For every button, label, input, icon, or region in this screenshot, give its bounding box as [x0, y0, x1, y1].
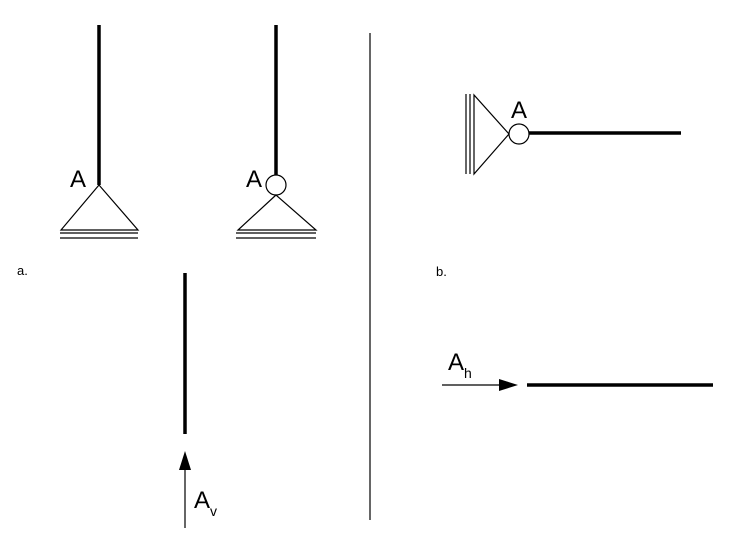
- support-triangle: [59, 184, 140, 231]
- reaction-subscript: h: [464, 365, 472, 381]
- pinned-support-figure: A: [236, 25, 318, 239]
- roller-support-figure: A: [465, 93, 681, 176]
- hinge-circle: [508, 123, 530, 145]
- point-label: A: [246, 166, 262, 193]
- fixed-support-figure: A: [59, 25, 140, 239]
- arrow-up-icon: [179, 451, 191, 470]
- arrow-right-icon: [499, 379, 518, 391]
- point-label: A: [70, 166, 86, 193]
- panel-label-a: a.: [17, 263, 28, 278]
- panel-label-b: b.: [436, 264, 447, 279]
- reaction-label: Av: [194, 487, 217, 519]
- support-triangle: [473, 93, 510, 176]
- reaction-subscript: v: [210, 503, 217, 519]
- hinge-circle: [265, 174, 287, 196]
- horizontal-reaction-figure: Ah: [442, 349, 713, 391]
- reaction-symbol: A: [194, 487, 210, 514]
- reaction-symbol: A: [448, 349, 464, 376]
- reaction-label: Ah: [448, 349, 472, 381]
- vertical-reaction-figure: Av: [179, 273, 217, 528]
- point-label: A: [511, 97, 527, 124]
- support-triangle: [236, 194, 318, 231]
